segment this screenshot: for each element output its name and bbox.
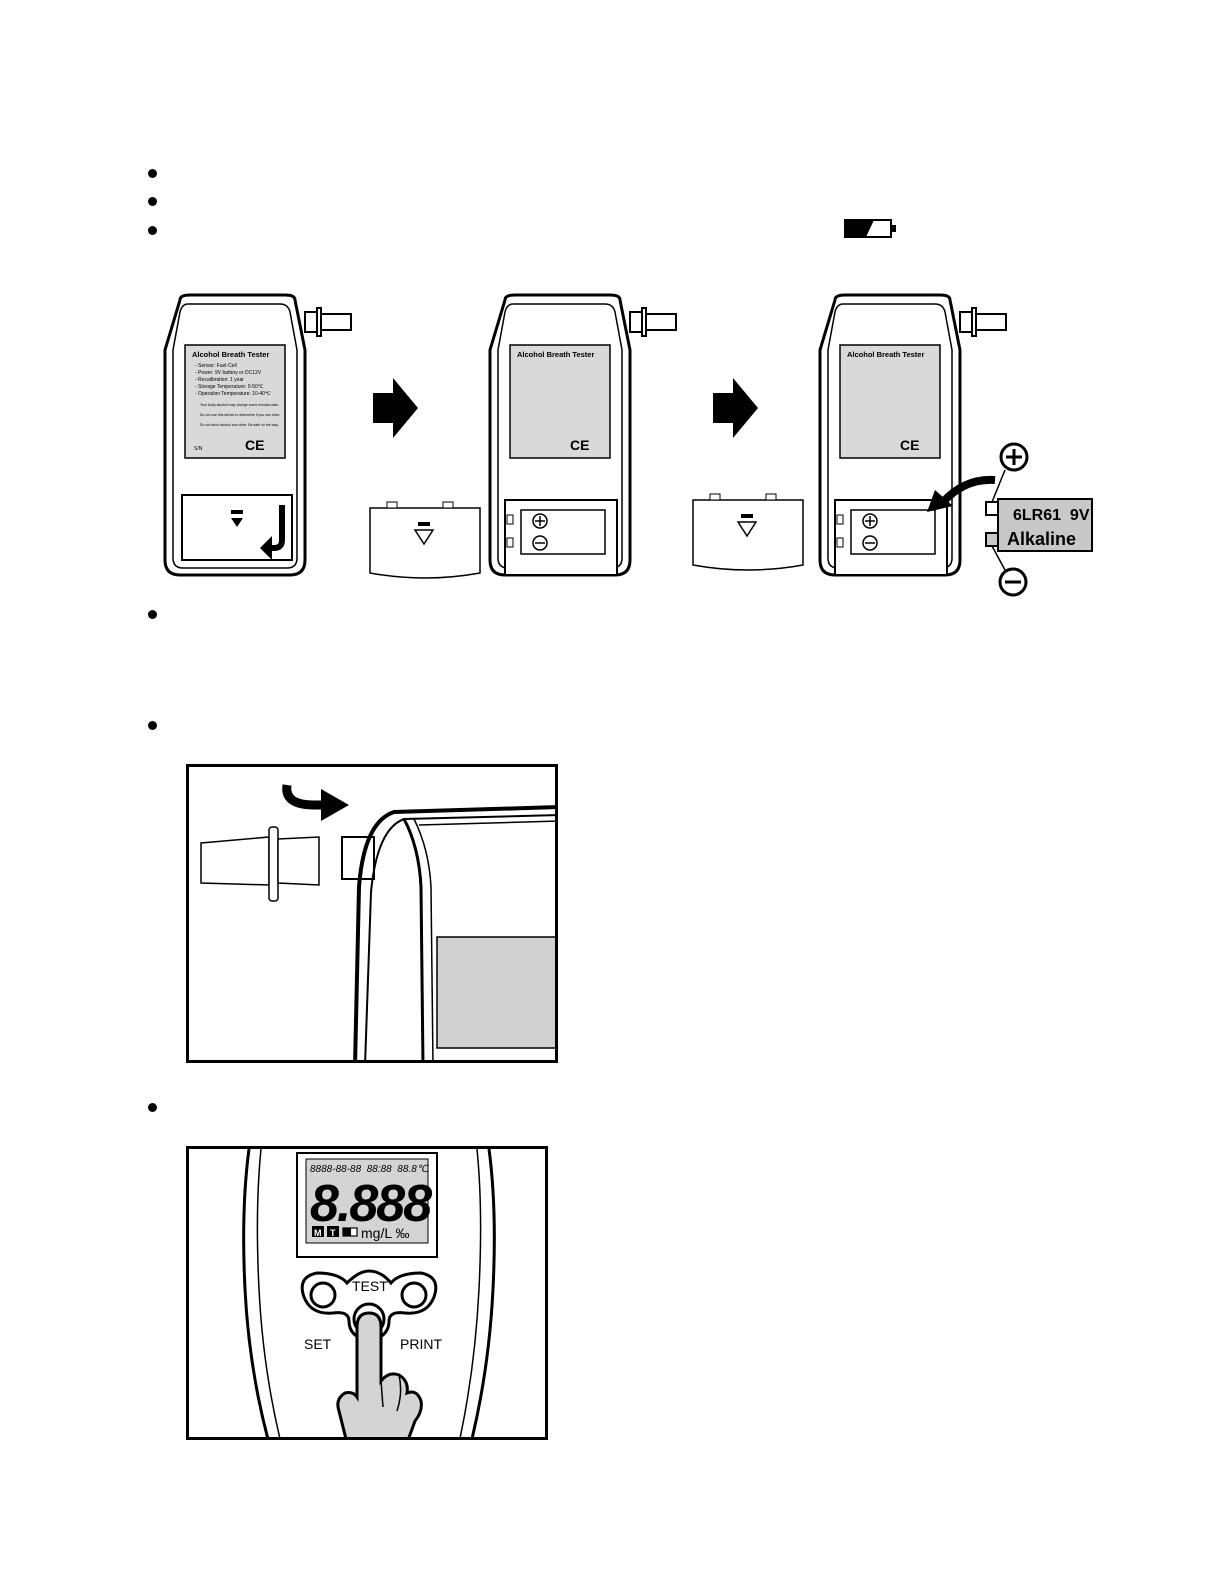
lcd-t-label: T bbox=[330, 1228, 336, 1238]
label-warning-2: Do not use this device to determine if y… bbox=[200, 413, 280, 417]
low-battery-icon bbox=[844, 219, 896, 238]
device-3-label-title: Alcohol Breath Tester bbox=[847, 350, 924, 359]
lcd-m-label: M bbox=[314, 1228, 322, 1238]
lcd-top-row: 8888-88-88 88:88 88.8℃ bbox=[310, 1164, 430, 1175]
label-spec-1: - Sensor: Fuel-Cell bbox=[195, 363, 237, 369]
ce-mark: CE bbox=[245, 437, 264, 453]
device-3-ce-mark: CE bbox=[900, 437, 919, 453]
device-2-ce-mark: CE bbox=[570, 437, 589, 453]
label-spec-2: - Power: 9V battery or DC12V bbox=[195, 370, 262, 376]
test-button-figure: 8888-88-88 88:88 88.8℃ 8.888 M T mg/L ‰ … bbox=[186, 1146, 548, 1440]
lcd-display: 8888-88-88 88:88 88.8℃ 8.888 M T mg/L ‰ bbox=[296, 1152, 438, 1258]
print-button[interactable] bbox=[400, 1281, 428, 1309]
bullet-3 bbox=[148, 226, 157, 235]
battery-line-2: Alkaline bbox=[1007, 529, 1076, 549]
label-spec-5: - Operation Temperature: 10-40℃ bbox=[195, 391, 271, 397]
lcd-digits: 8.888 bbox=[310, 1175, 432, 1233]
device-1-label: Alcohol Breath Tester - Sensor: Fuel-Cel… bbox=[192, 350, 280, 453]
bullet-5 bbox=[148, 721, 157, 730]
battery-9v: 6LR61 9V Alkaline bbox=[985, 442, 1093, 597]
label-title: Alcohol Breath Tester bbox=[192, 350, 269, 359]
bullet-6 bbox=[148, 1103, 157, 1112]
bullet-4 bbox=[148, 610, 157, 619]
set-button-label: SET bbox=[304, 1336, 332, 1352]
device-2-label-title: Alcohol Breath Tester bbox=[517, 350, 594, 359]
label-warning-1: Your body alcohol may change some minute… bbox=[200, 403, 279, 407]
finger-icon bbox=[336, 1311, 423, 1437]
mouthpiece-figure bbox=[186, 764, 558, 1063]
bullet-1 bbox=[148, 169, 157, 178]
battery-installation-diagram: Alcohol Breath Tester - Sensor: Fuel-Cel… bbox=[163, 293, 1093, 597]
battery-line-1: 6LR61 9V bbox=[1013, 507, 1090, 524]
label-spec-4: - Storage Temperature: 0-50℃ bbox=[195, 384, 264, 390]
label-serial: S/N bbox=[194, 446, 203, 452]
bullet-2 bbox=[148, 197, 157, 206]
print-button-label: PRINT bbox=[400, 1336, 442, 1352]
set-button[interactable] bbox=[309, 1281, 337, 1309]
mouthpiece-icon bbox=[200, 836, 270, 886]
test-button-label: TEST bbox=[352, 1278, 388, 1294]
lcd-units: mg/L ‰ bbox=[361, 1225, 410, 1241]
label-spec-3: - Recalibration: 1 year bbox=[195, 377, 244, 383]
label-warning-3: Do not drink alcohol and drive. Be safe … bbox=[200, 423, 279, 427]
